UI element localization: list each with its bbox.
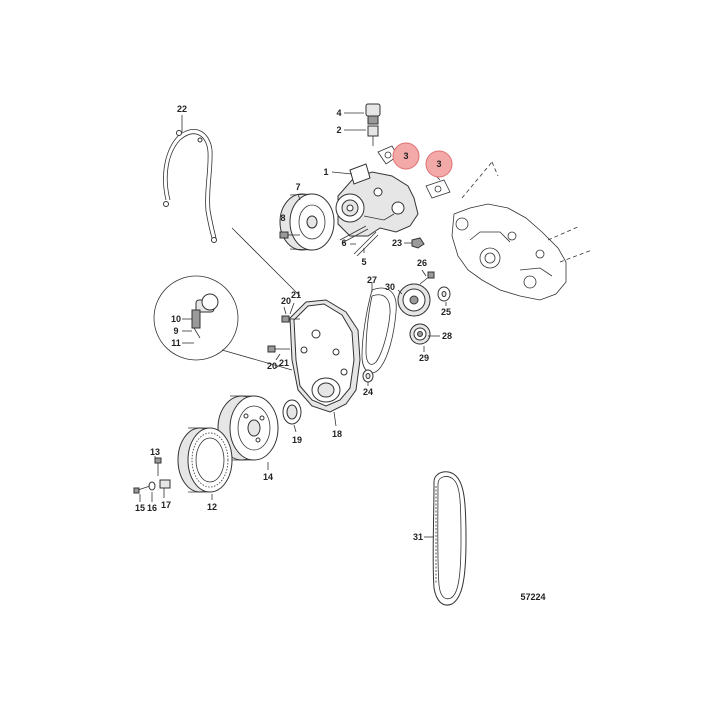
pulley-bolt xyxy=(279,231,300,239)
callout-8: 8 xyxy=(280,213,285,223)
callout-20-lower: 20 xyxy=(267,361,277,371)
pulley-hub-17 xyxy=(159,479,171,489)
callout-13: 13 xyxy=(150,447,160,457)
pulley-bolt-15 xyxy=(133,485,151,494)
callout-29: 29 xyxy=(419,353,429,363)
washer xyxy=(362,369,374,383)
callout-26: 26 xyxy=(417,258,427,268)
callout-6: 6 xyxy=(341,238,346,248)
thrust-washer xyxy=(437,286,451,302)
callout-19: 19 xyxy=(292,435,302,445)
callout-14: 14 xyxy=(263,472,273,482)
callout-24: 24 xyxy=(363,387,373,397)
crankshaft-pulley xyxy=(177,427,233,493)
nut xyxy=(411,237,425,249)
crankshaft-sprocket xyxy=(409,323,431,345)
callout-2: 2 xyxy=(336,125,341,135)
front-crank-seal xyxy=(282,399,302,425)
camshaft-sprocket xyxy=(397,283,431,317)
callout-15: 15 xyxy=(135,503,145,513)
front-timing-cover xyxy=(289,299,361,413)
timing-cover-gasket xyxy=(163,129,217,243)
callout-22: 22 xyxy=(177,104,187,114)
water-pump-gasket-right xyxy=(425,179,451,199)
stud-bolt-5 xyxy=(353,231,379,257)
temperature-sensor xyxy=(365,103,381,125)
pulley-bolt-13 xyxy=(154,457,162,476)
water-pump-pulley xyxy=(279,193,335,251)
harmonic-balancer xyxy=(217,395,279,461)
figure-number: 57224 xyxy=(520,592,545,602)
callout-27: 27 xyxy=(367,275,377,285)
sprocket-bolt xyxy=(419,271,435,285)
callout-31: 31 xyxy=(413,532,423,542)
water-pump xyxy=(335,163,419,237)
callout-18: 18 xyxy=(332,429,342,439)
stud-bolt-6 xyxy=(339,225,369,244)
callout-1: 1 xyxy=(323,167,328,177)
cover-bolt-lower xyxy=(267,345,290,353)
callout-3-highlight-right xyxy=(425,150,453,178)
callout-5: 5 xyxy=(361,257,366,267)
serpentine-belt xyxy=(432,471,467,606)
callout-25: 25 xyxy=(441,307,451,317)
callout-20-upper: 20 xyxy=(281,296,291,306)
callout-23: 23 xyxy=(392,238,402,248)
fitting xyxy=(367,125,379,146)
cover-bolt-upper xyxy=(281,315,300,323)
callout-3-right: 3 xyxy=(436,159,441,169)
callout-17: 17 xyxy=(161,500,171,510)
callout-3-highlight-left xyxy=(392,142,420,170)
washer-16 xyxy=(148,481,156,491)
callout-11: 11 xyxy=(171,338,181,348)
callout-7: 7 xyxy=(295,182,300,192)
callout-10: 10 xyxy=(171,314,181,324)
callout-3-left: 3 xyxy=(403,151,408,161)
callout-12: 12 xyxy=(207,502,217,512)
callout-30: 30 xyxy=(385,282,395,292)
callout-21-upper: 21 xyxy=(291,290,301,300)
engine-block-outline xyxy=(451,161,593,301)
callout-4: 4 xyxy=(336,108,341,118)
callout-9: 9 xyxy=(173,326,178,336)
callout-21-lower: 21 xyxy=(279,358,289,368)
callout-28: 28 xyxy=(442,331,452,341)
timing-chain xyxy=(361,287,397,374)
callout-16: 16 xyxy=(147,503,157,513)
